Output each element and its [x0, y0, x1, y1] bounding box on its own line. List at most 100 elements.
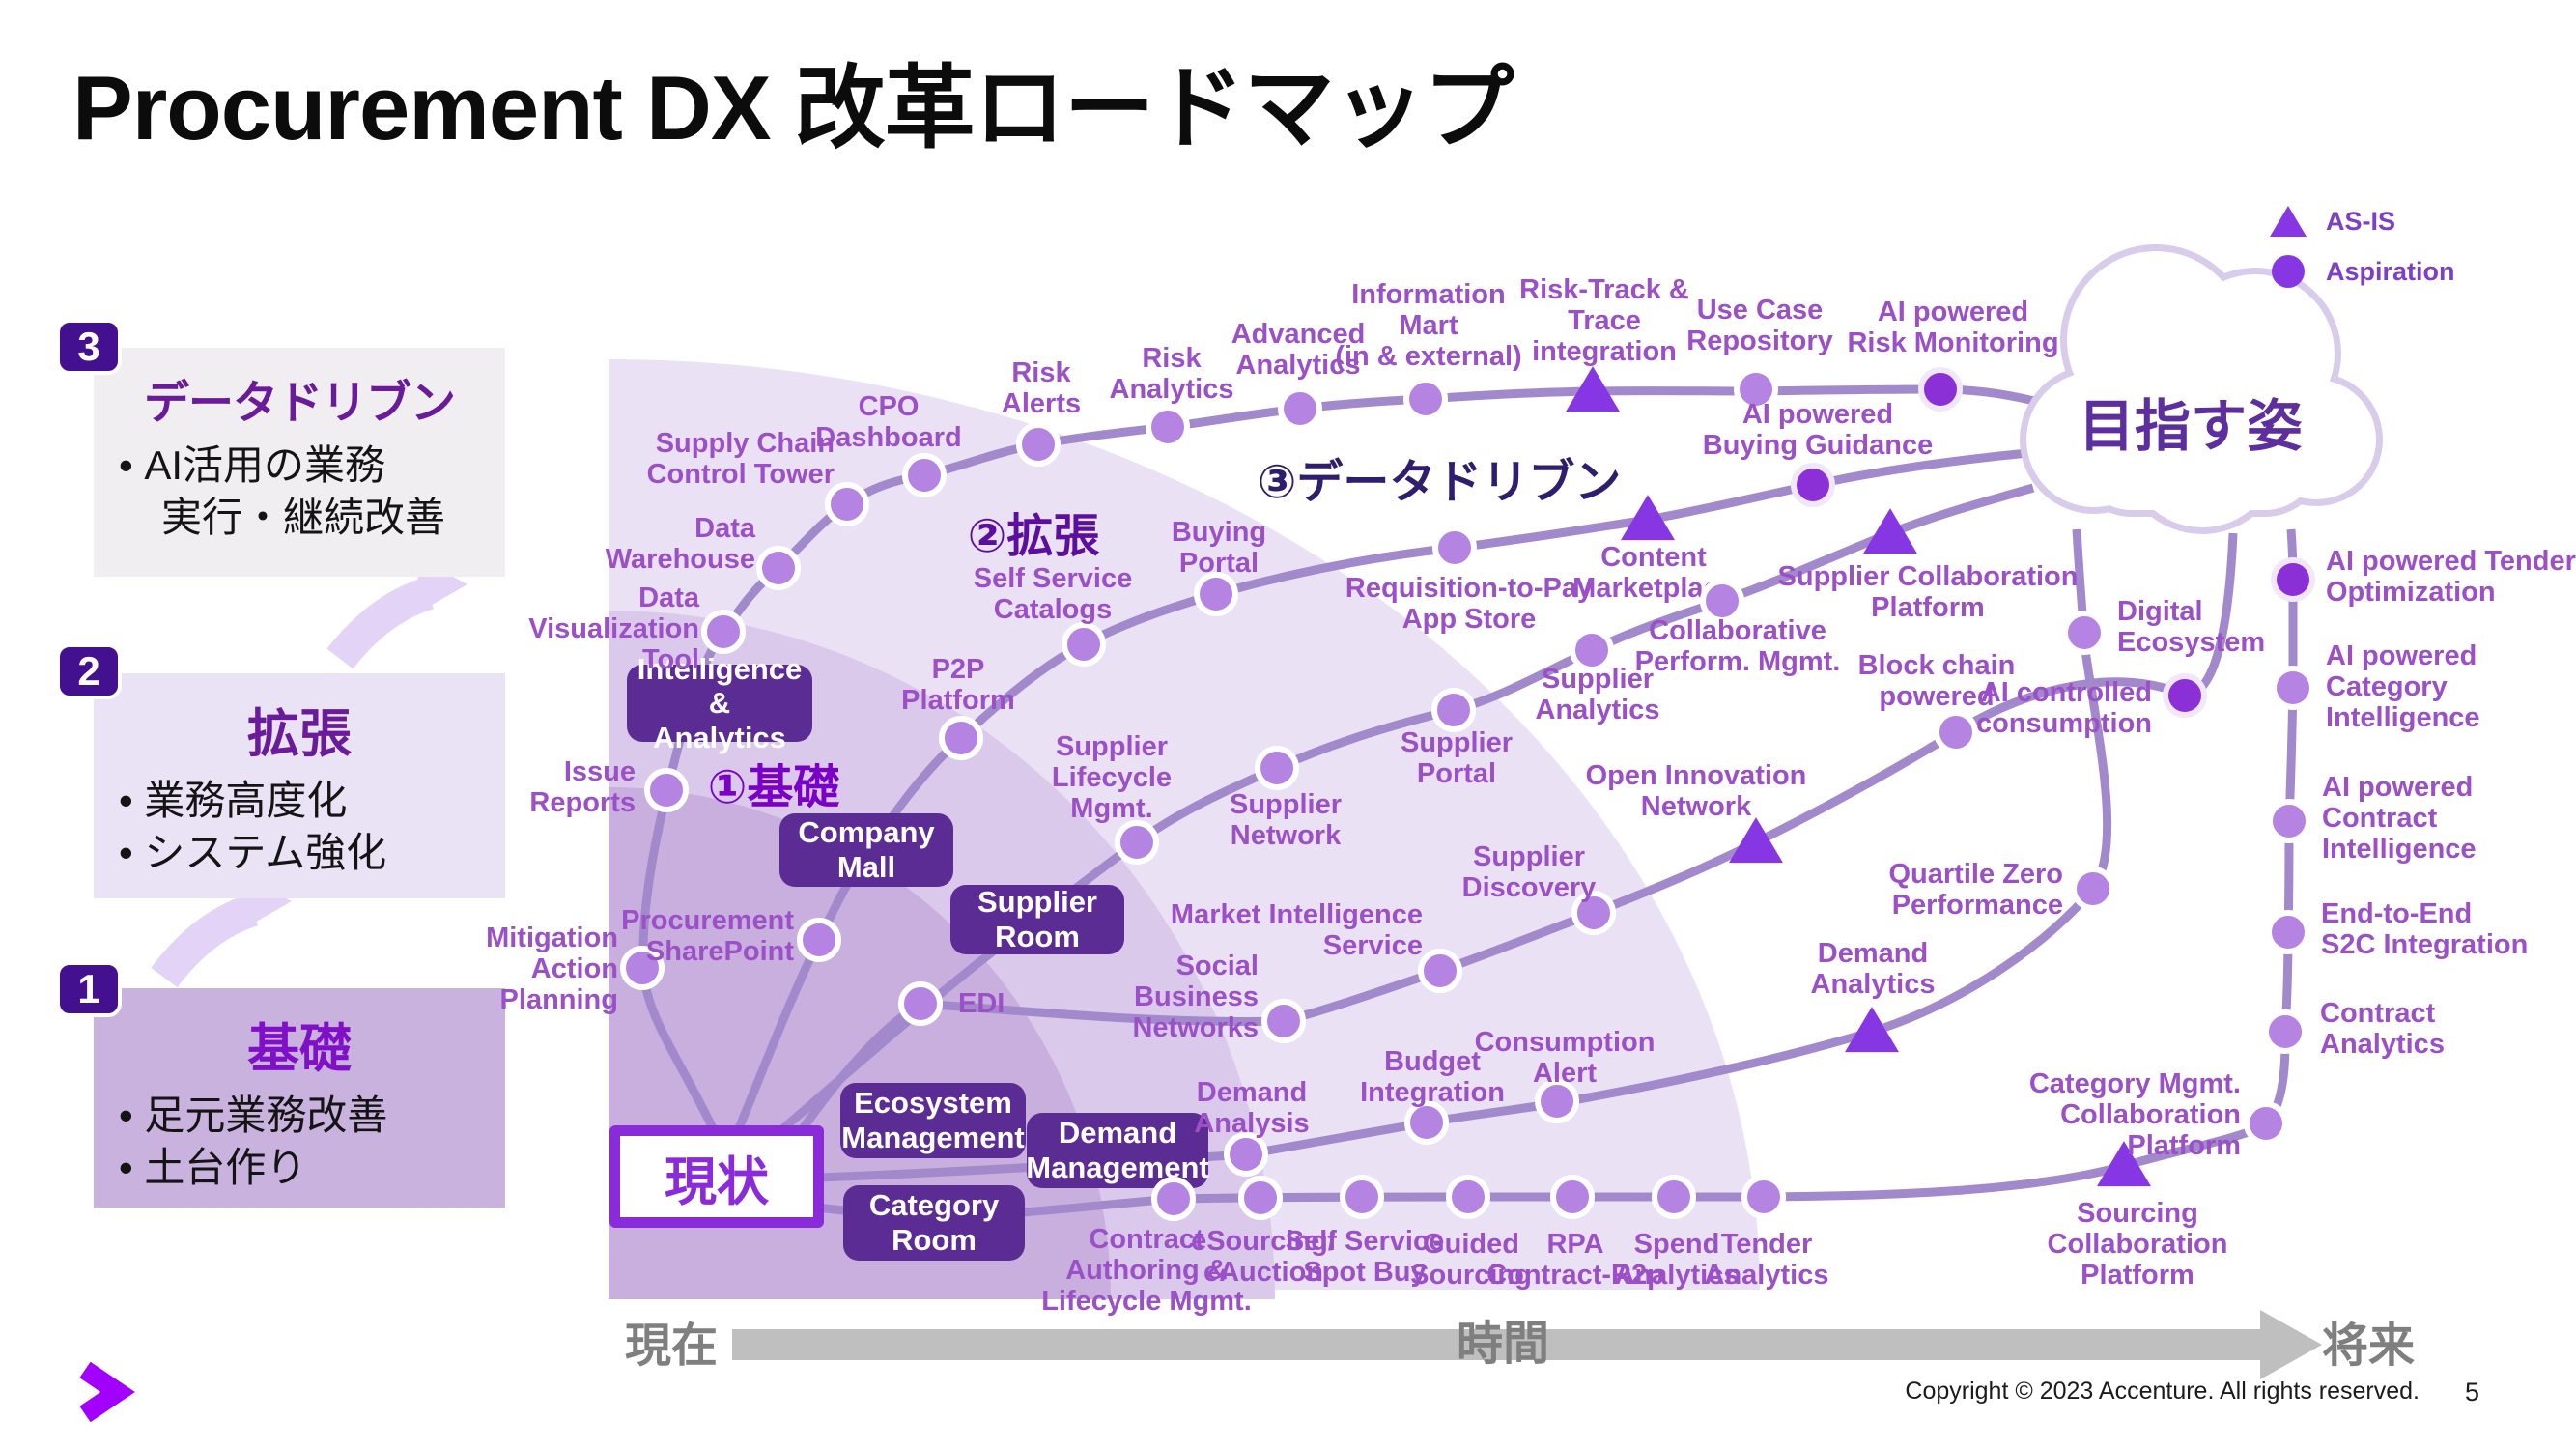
stage-bullet: 業務高度化: [119, 775, 505, 827]
legend-aspiration-label: Aspiration: [2326, 256, 2455, 286]
legend-as-is-label: AS-IS: [2326, 206, 2396, 236]
stage-2-bullets: 業務高度化システム強化: [119, 775, 505, 879]
roadmap-node-circle: [2062, 611, 2107, 655]
node-label: Quartile Zero Performance: [1888, 859, 2064, 921]
roadmap-node-dark: [1918, 367, 1963, 412]
node-label: End-to-End S2C Integration: [2321, 898, 2529, 960]
solution-box: Category Room: [843, 1185, 1025, 1261]
roadmap-node-circle: [939, 716, 983, 760]
node-label: P2P Platform: [901, 654, 1015, 716]
roadmap-node-dark: [1791, 463, 1835, 507]
roadmap-node-circle: [644, 768, 689, 812]
as-is-triangle-icon: [2270, 206, 2307, 237]
stage-2-badge: 2: [56, 643, 122, 699]
node-label: Risk Alerts: [1001, 357, 1082, 419]
node-label: Tender Analytics: [1704, 1229, 1829, 1291]
roadmap-node-circle: [2244, 1101, 2288, 1146]
stage-bullet: システム強化: [119, 827, 505, 879]
node-label: Open Innovation Network: [1585, 760, 1807, 822]
roadmap-node-circle: [1652, 1175, 1696, 1219]
roadmap-node-circle: [1146, 405, 1190, 449]
roadmap-node-circle: [620, 946, 665, 990]
phase-label: ②拡張: [967, 511, 1100, 562]
time-axis-arrowhead: [2260, 1310, 2322, 1379]
roadmap-node-triangle: [1621, 495, 1675, 541]
node-label: EDI: [958, 988, 1005, 1020]
roadmap-node-circle: [1550, 1175, 1595, 1219]
stage-3-panel: データドリブン AI活用の業務 実行・継続改善: [94, 348, 505, 577]
stage-1-panel: 基礎 足元業務改善土台作り: [94, 988, 505, 1208]
roadmap-node-circle: [1431, 688, 1476, 732]
node-label: Issue Reports: [529, 756, 636, 818]
node-label: Requisition-to-Pay App Store: [1345, 573, 1594, 635]
node-label: Market Intelligence Service: [1170, 899, 1423, 961]
roadmap-node-circle: [1238, 1176, 1283, 1220]
roadmap-node-circle: [1571, 891, 1616, 935]
legend-row-aspiration: Aspiration: [2270, 246, 2560, 297]
accenture-logo-icon: [79, 1361, 135, 1423]
roadmap-node-circle: [825, 482, 869, 526]
roadmap-node-circle: [1934, 710, 1978, 754]
node-label: RPA Contract-R2p: [1486, 1229, 1664, 1291]
roadmap-node-circle: [1224, 1132, 1268, 1177]
roadmap-node-circle: [1403, 377, 1448, 421]
roadmap-node-circle: [2071, 867, 2115, 911]
stage-bullet: 足元業務改善: [119, 1090, 505, 1142]
roadmap-node-circle: [1418, 949, 1462, 993]
node-label: Supplier Lifecycle Mgmt.: [1051, 731, 1173, 824]
node-label: Demand Analysis: [1194, 1077, 1310, 1139]
node-label: Data Warehouse: [605, 513, 755, 575]
time-axis-bar: [732, 1329, 2260, 1360]
node-label: AI controlled consumption: [1975, 677, 2152, 739]
node-label: AI powered Category Intelligence: [2326, 640, 2480, 733]
stage-3-badge: 3: [56, 319, 122, 375]
roadmap-node-circle: [1278, 386, 1322, 431]
page-number: 5: [2465, 1378, 2480, 1406]
node-label: Mitigation Action Planning: [486, 923, 618, 1015]
node-label: Sourcing Collaboration Platform: [2047, 1198, 2228, 1291]
node-label: Supplier Portal: [1400, 727, 1514, 789]
legend-row-as-is: AS-IS: [2270, 196, 2560, 246]
stage-1-title: 基礎: [247, 1020, 352, 1078]
stage-3-bullets: AI活用の業務 実行・継続改善: [119, 440, 505, 544]
node-label: Budget Integration: [1360, 1046, 1505, 1108]
roadmap-node-circle: [1255, 746, 1299, 790]
node-label: Collaborative Perform. Mgmt.: [1634, 615, 1841, 677]
roadmap-node-circle: [797, 918, 841, 962]
node-label: Information Mart (in & external): [1335, 279, 1522, 372]
stage-2-panel: 拡張 業務高度化システム強化: [94, 673, 505, 898]
roadmap-node-triangle: [1845, 1007, 1899, 1053]
node-label: Self Service Catalogs: [973, 563, 1133, 625]
node-label: Supplier Collaboration Platform: [1777, 561, 2079, 623]
roadmap-node-circle: [1741, 1175, 1786, 1219]
axis-label-time: 時間: [1456, 1319, 1550, 1370]
node-label: Social Business Networks: [1132, 951, 1259, 1043]
phase-label: ③データドリブン: [1257, 457, 1622, 508]
roadmap-node-triangle: [2097, 1141, 2151, 1187]
roadmap-node-circle: [756, 546, 801, 590]
axis-label-now: 現在: [624, 1321, 719, 1372]
page-title: Procurement DX 改革ロードマップ: [72, 57, 1514, 158]
roadmap-node-circle: [1062, 622, 1106, 667]
node-label: Supplier Analytics: [1535, 664, 1660, 725]
node-label: Supply Chain Control Tower: [646, 428, 835, 490]
roadmap-node-circle: [898, 981, 943, 1026]
node-label: Data Visualization Tool: [528, 582, 699, 675]
phase-label: ①基礎: [707, 762, 840, 813]
aspiration-circle-icon: [2272, 255, 2305, 288]
stage-1-badge: 1: [56, 961, 122, 1017]
roadmap-node-circle: [1194, 572, 1238, 616]
stage-2-title: 拡張: [247, 705, 352, 763]
roadmap-node-dark: [2163, 673, 2207, 718]
node-label: eSourcing/ eAuction: [1191, 1226, 1336, 1288]
roadmap-node-circle: [1115, 820, 1159, 865]
node-label: Buying Portal: [1171, 517, 1267, 579]
roadmap-node-circle: [2266, 910, 2310, 954]
roadmap-node-circle: [1700, 579, 1744, 623]
stage-3-title: データドリブン: [144, 377, 456, 428]
copyright-text: Copyright © 2023 Accenture. All rights r…: [1905, 1378, 2420, 1405]
node-label: CPO Dashboard: [815, 391, 962, 453]
roadmap-node-triangle: [1566, 366, 1620, 412]
